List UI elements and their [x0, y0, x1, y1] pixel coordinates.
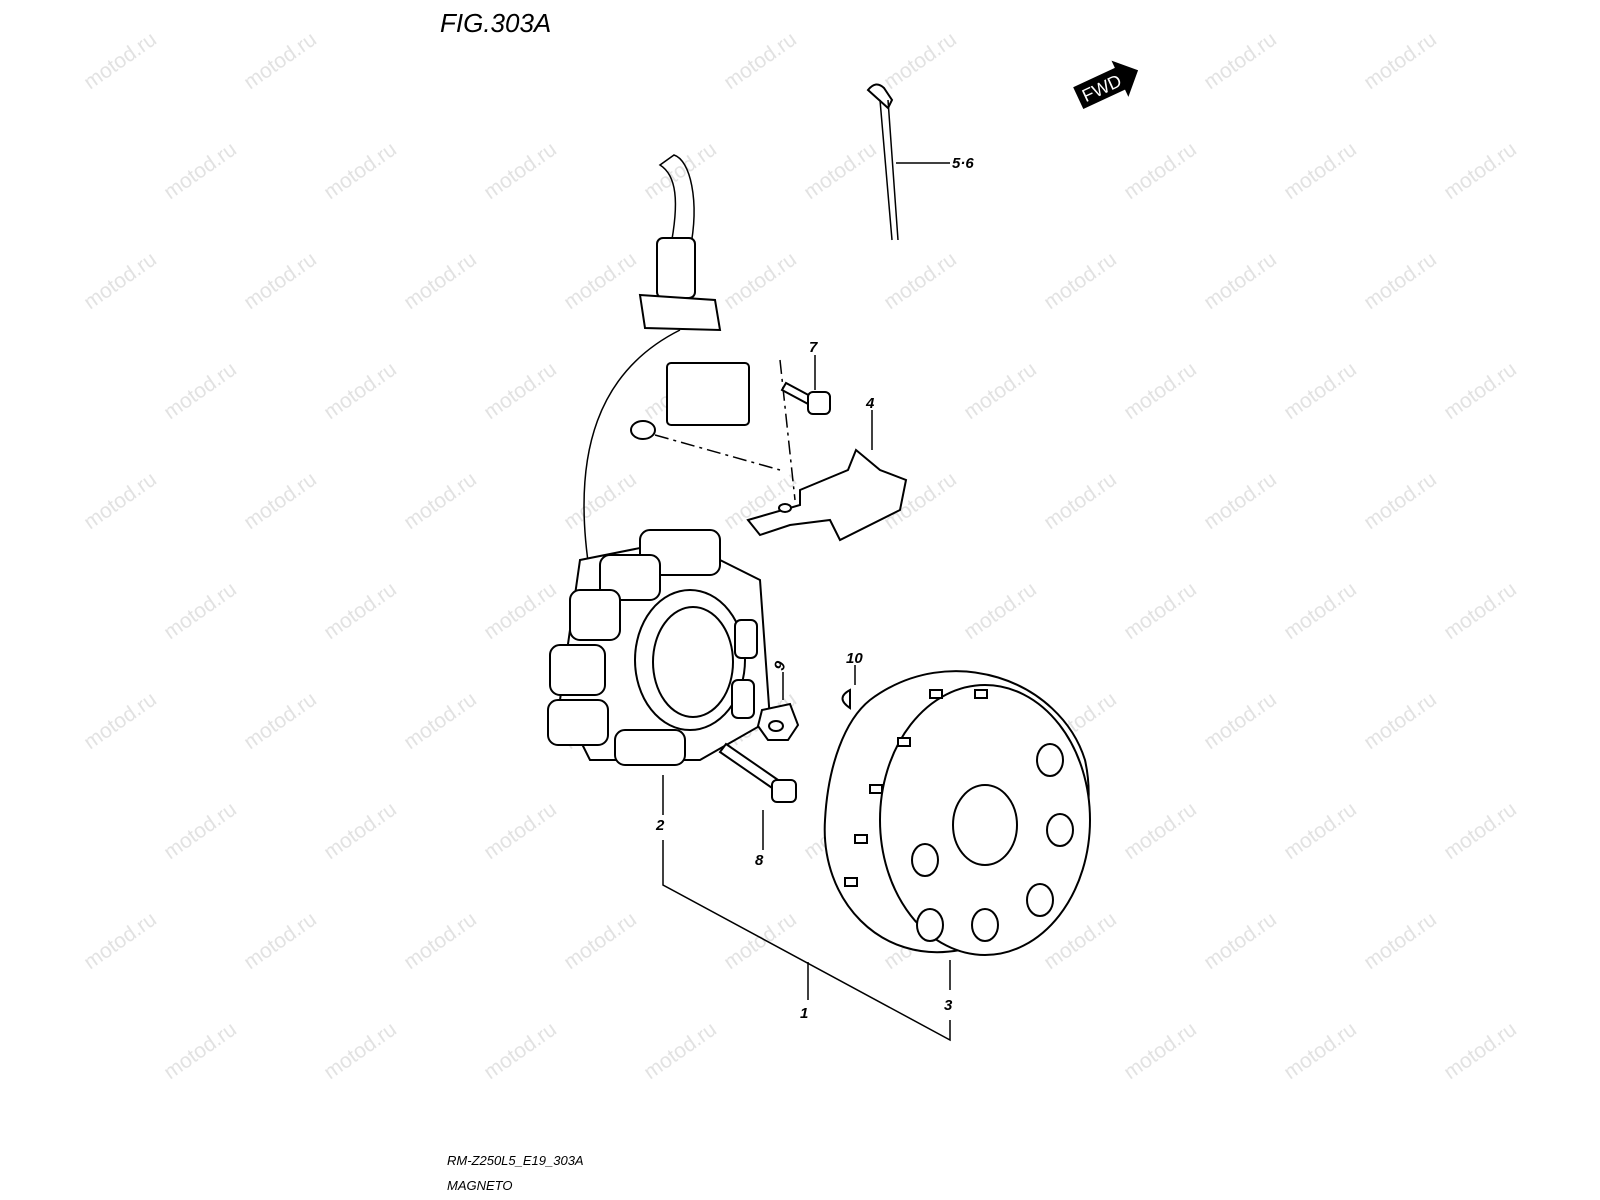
watermark-text: motod.ru	[320, 138, 401, 204]
watermark-text: motod.ru	[1440, 578, 1521, 644]
watermark-text: motod.ru	[1280, 798, 1361, 864]
bracket-4: 4	[746, 395, 908, 542]
watermark-text: motod.ru	[1280, 578, 1361, 644]
callout-9: 9	[771, 659, 790, 673]
watermark-text: motod.ru	[1360, 28, 1441, 94]
watermark-text: motod.ru	[80, 908, 161, 974]
watermark-text: motod.ru	[1200, 468, 1281, 534]
watermark-text: motod.ru	[1280, 358, 1361, 424]
watermark-text: motod.ru	[80, 688, 161, 754]
watermark-text: motod.ru	[880, 248, 961, 314]
rotor-3: 3	[823, 670, 1091, 1014]
watermark-layer: motod.ru motod.ru motod.ru motod.ru motod.ru…	[80, 28, 1521, 1084]
watermark-text: motod.ru	[400, 468, 481, 534]
diagram-name: MAGNETO	[447, 1178, 513, 1193]
key-10: 10	[841, 650, 863, 710]
watermark-text: motod.ru	[240, 468, 321, 534]
watermark-text: motod.ru	[480, 358, 561, 424]
bolt-8: 8	[718, 742, 797, 869]
watermark-text: motod.ru	[880, 28, 961, 94]
watermark-text: motod.ru	[400, 908, 481, 974]
watermark-text: motod.ru	[560, 908, 641, 974]
watermark-text: motod.ru	[640, 1018, 721, 1084]
wire-harness	[583, 154, 796, 576]
watermark-text: motod.ru	[240, 688, 321, 754]
assembly-leader-1: 1	[662, 840, 951, 1042]
watermark-text: motod.ru	[80, 468, 161, 534]
watermark-text: motod.ru	[80, 248, 161, 314]
watermark-text: motod.ru	[1360, 688, 1441, 754]
watermark-text: motod.ru	[560, 248, 641, 314]
watermark-text: motod.ru	[720, 28, 801, 94]
watermark-text: motod.ru	[480, 1018, 561, 1084]
callout-2: 2	[655, 817, 665, 834]
watermark-text: motod.ru	[400, 688, 481, 754]
callout-8: 8	[755, 852, 764, 869]
watermark-text: motod.ru	[160, 358, 241, 424]
watermark-text: motod.ru	[1360, 468, 1441, 534]
watermark-text: motod.ru	[1120, 358, 1201, 424]
watermark-text: motod.ru	[1200, 28, 1281, 94]
watermark-text: motod.ru	[240, 248, 321, 314]
watermark-text: motod.ru	[80, 28, 161, 94]
watermark-text: motod.ru	[1280, 1018, 1361, 1084]
watermark-text: motod.ru	[1440, 1018, 1521, 1084]
watermark-text: motod.ru	[480, 578, 561, 644]
watermark-text: motod.ru	[1360, 248, 1441, 314]
watermark-text: motod.ru	[160, 138, 241, 204]
watermark-text: motod.ru	[1200, 688, 1281, 754]
watermark-text: motod.ru	[240, 908, 321, 974]
watermark-text: motod.ru	[400, 248, 481, 314]
stator-2: 2	[547, 529, 772, 834]
watermark-text: motod.ru	[1360, 908, 1441, 974]
watermark-text: motod.ru	[1440, 138, 1521, 204]
watermark-text: motod.ru	[160, 798, 241, 864]
watermark-text: motod.ru	[800, 138, 881, 204]
watermark-text: motod.ru	[1440, 358, 1521, 424]
watermark-text: motod.ru	[720, 248, 801, 314]
watermark-text: motod.ru	[1040, 468, 1121, 534]
watermark-text: motod.ru	[240, 28, 321, 94]
watermark-text: motod.ru	[640, 138, 721, 204]
figure-title: FIG.303A	[440, 8, 551, 38]
watermark-text: motod.ru	[1120, 578, 1201, 644]
watermark-text: motod.ru	[1120, 798, 1201, 864]
watermark-text: motod.ru	[1200, 248, 1281, 314]
watermark-text: motod.ru	[1120, 1018, 1201, 1084]
watermark-text: motod.ru	[320, 578, 401, 644]
watermark-text: motod.ru	[960, 578, 1041, 644]
watermark-text: motod.ru	[320, 1018, 401, 1084]
callout-5-6: 5·6	[952, 155, 974, 172]
callout-7: 7	[809, 339, 818, 356]
watermark-text: motod.ru	[160, 578, 241, 644]
watermark-text: motod.ru	[1200, 908, 1281, 974]
watermark-text: motod.ru	[560, 468, 641, 534]
watermark-text: motod.ru	[160, 1018, 241, 1084]
watermark-text: motod.ru	[960, 358, 1041, 424]
watermark-text: motod.ru	[1280, 138, 1361, 204]
callout-3: 3	[944, 997, 953, 1014]
diagram-code: RM-Z250L5_E19_303A	[447, 1153, 584, 1168]
watermark-text: motod.ru	[1120, 138, 1201, 204]
watermark-text: motod.ru	[720, 908, 801, 974]
callout-4: 4	[865, 395, 875, 412]
fwd-arrow-icon: FWD	[1073, 60, 1139, 110]
watermark-text: motod.ru	[1440, 798, 1521, 864]
watermark-text: motod.ru	[1040, 248, 1121, 314]
watermark-text: motod.ru	[320, 358, 401, 424]
watermark-text: motod.ru	[480, 138, 561, 204]
callout-10: 10	[846, 650, 863, 667]
watermark-text: motod.ru	[480, 798, 561, 864]
bolt-7: 7	[780, 339, 831, 415]
cable-tie: 5·6	[866, 83, 974, 241]
watermark-text: motod.ru	[320, 798, 401, 864]
callout-1: 1	[800, 1005, 808, 1022]
